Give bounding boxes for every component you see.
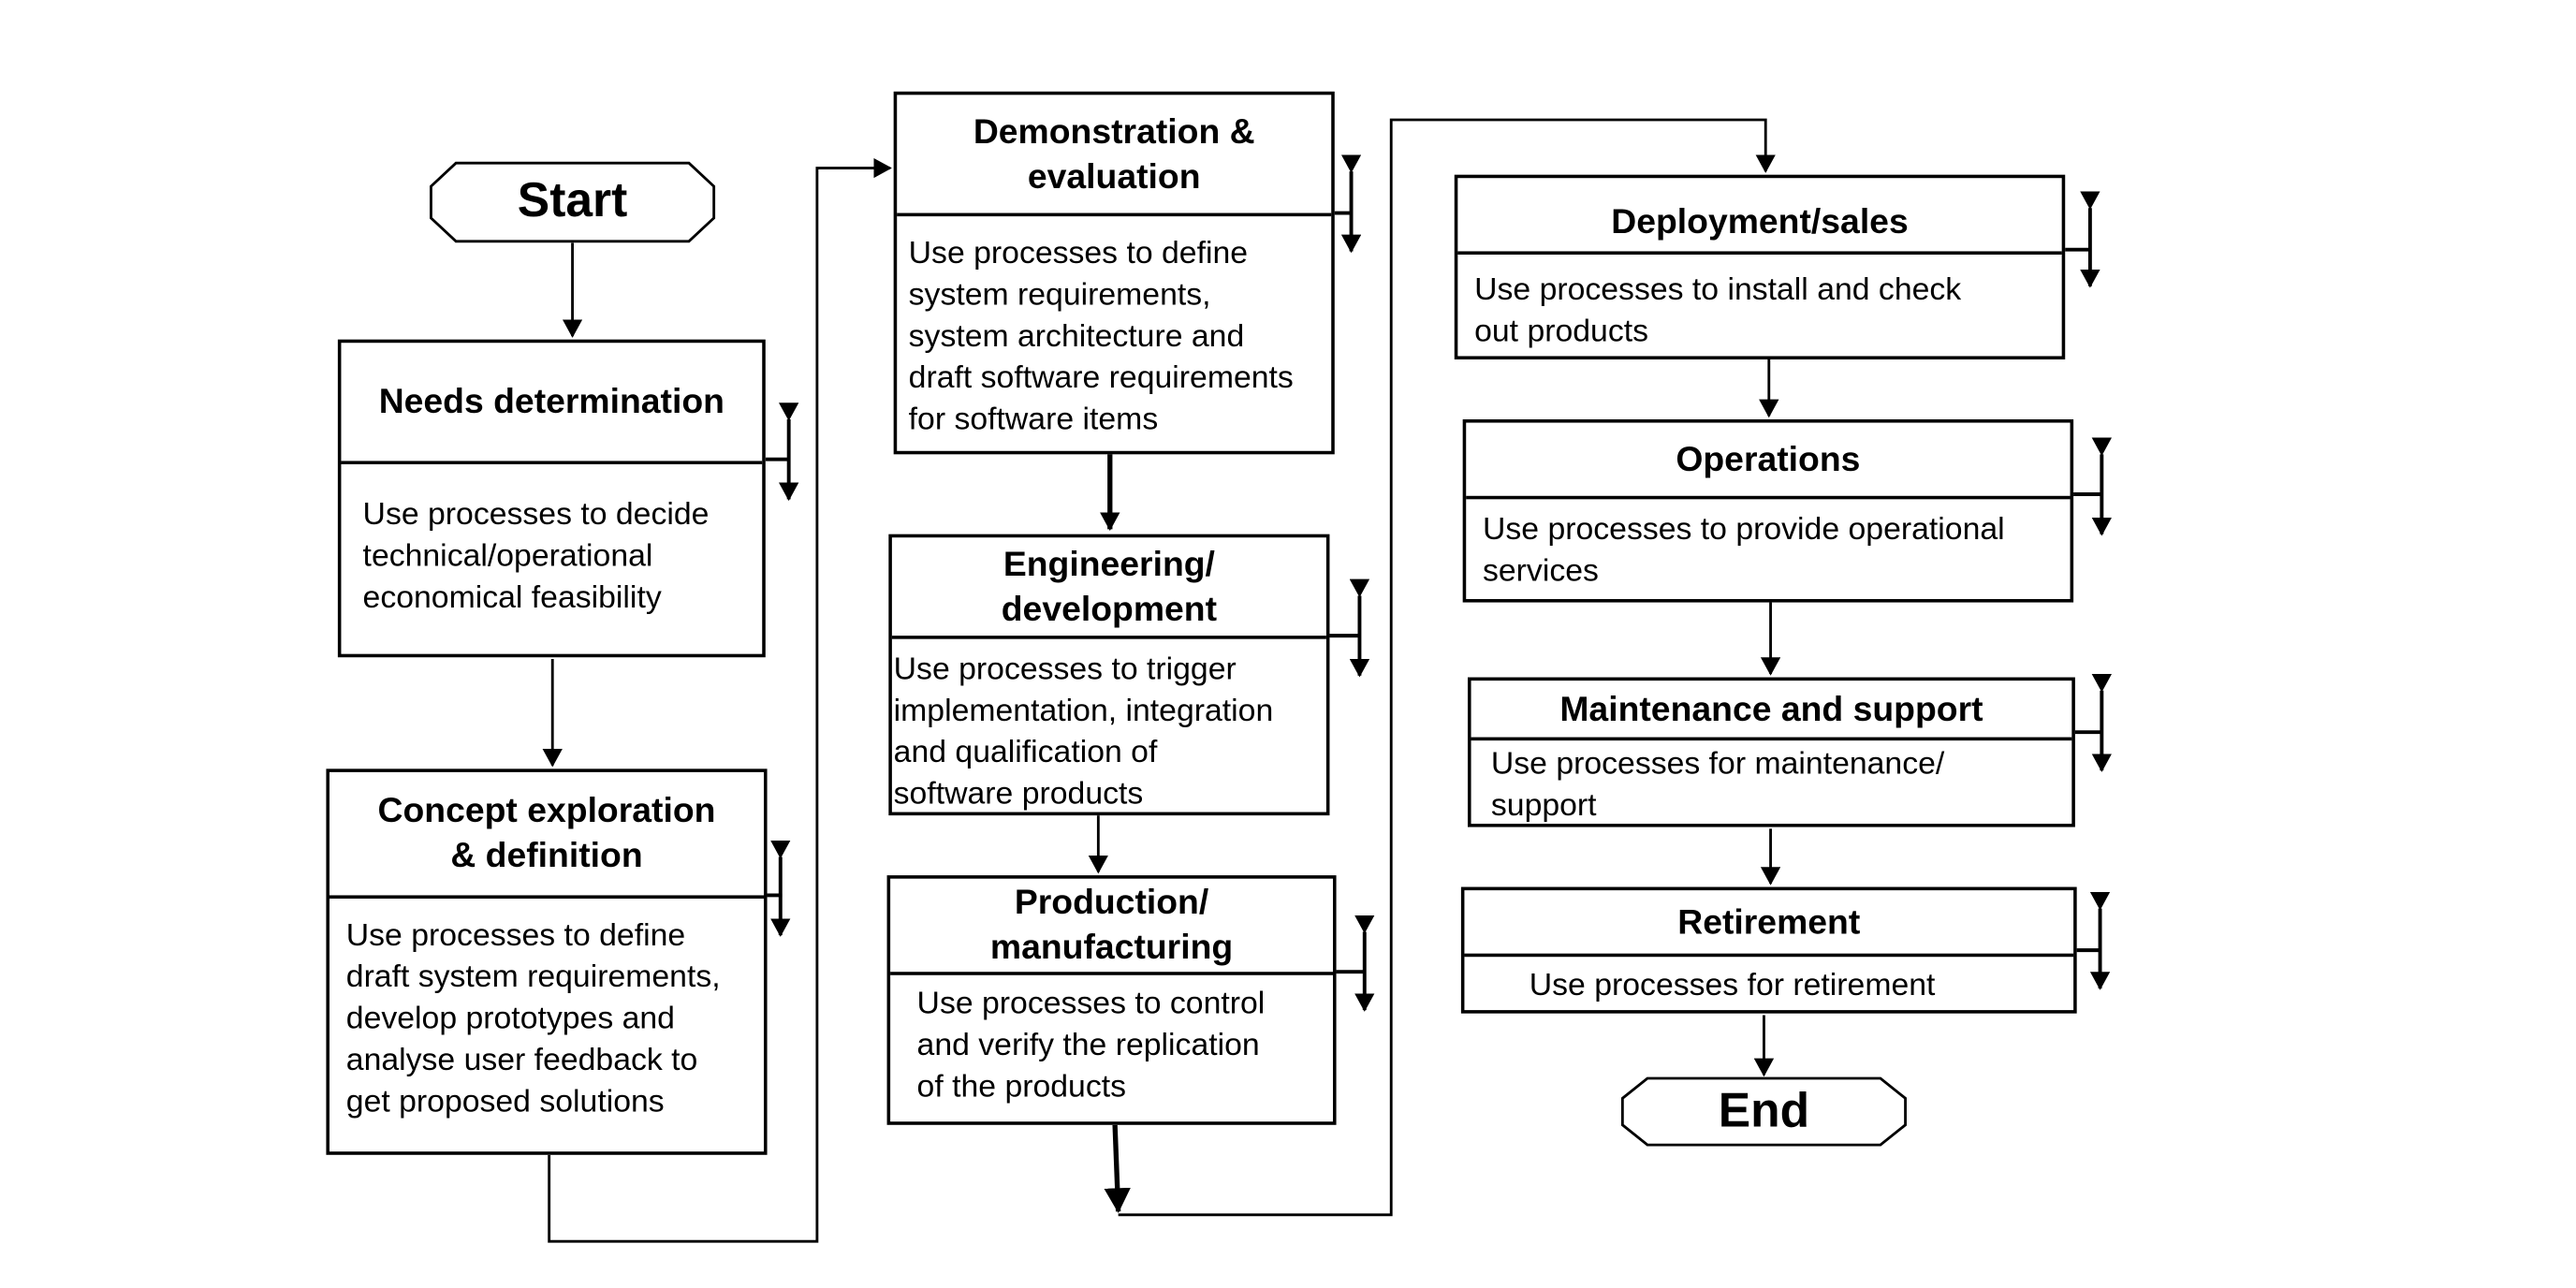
stage-description: Use processes to provide operational ser… [1483, 512, 2005, 590]
stage-operations: Operations Use processes to provide oper… [1462, 419, 2074, 603]
stage-description: Use processes to define draft system req… [345, 918, 721, 1120]
stage-description: Use processes to decide technical/operat… [362, 497, 710, 616]
stage-description: Use processes to define system requireme… [908, 236, 1294, 438]
stage-engineering-development: Engineering/ development Use processes t… [888, 534, 1330, 816]
stage-title: Needs determination [341, 343, 763, 465]
stage-title: Retirement [1464, 890, 2074, 958]
start-terminal: Start [430, 161, 716, 243]
stage-title: Deployment/sales [1457, 178, 2062, 256]
stage-description: Use processes for retirement [1529, 968, 1936, 1004]
stage-retirement: Retirement Use processes for retirement [1460, 886, 2077, 1014]
stage-demonstration-evaluation: Demonstration & evaluation Use processes… [893, 91, 1335, 455]
stage-deployment-sales: Deployment/sales Use processes to instal… [1454, 174, 2066, 360]
start-label: Start [517, 174, 628, 228]
stage-description: Use processes to control and verify the … [916, 987, 1266, 1105]
stage-title: Demonstration & evaluation [897, 95, 1332, 217]
stage-production-manufacturing: Production/ manufacturing Use processes … [886, 875, 1337, 1125]
stage-description: Use processes to install and check out p… [1474, 272, 1962, 350]
stage-description: Use processes for maintenance/ support [1490, 747, 1945, 825]
end-label: End [1718, 1084, 1810, 1138]
stage-maintenance-support: Maintenance and support Use processes fo… [1468, 677, 2075, 827]
stage-needs-determination: Needs determination Use processes to dec… [337, 339, 766, 658]
stage-title: Engineering/ development [891, 537, 1326, 639]
stage-title: Concept exploration & definition [329, 772, 765, 900]
stage-concept-exploration: Concept exploration & definition Use pro… [326, 768, 768, 1155]
stage-title: Operations [1466, 423, 2071, 500]
arrow-concept-to-demo [548, 157, 892, 1243]
arrow-production-down [1104, 1124, 1131, 1214]
arrow-to-deployment [1118, 118, 1776, 1217]
stage-description: Use processes to trigger implementation,… [893, 651, 1274, 812]
stage-title: Production/ manufacturing [890, 879, 1334, 975]
end-terminal: End [1620, 1076, 1908, 1147]
stage-title: Maintenance and support [1471, 681, 2072, 741]
